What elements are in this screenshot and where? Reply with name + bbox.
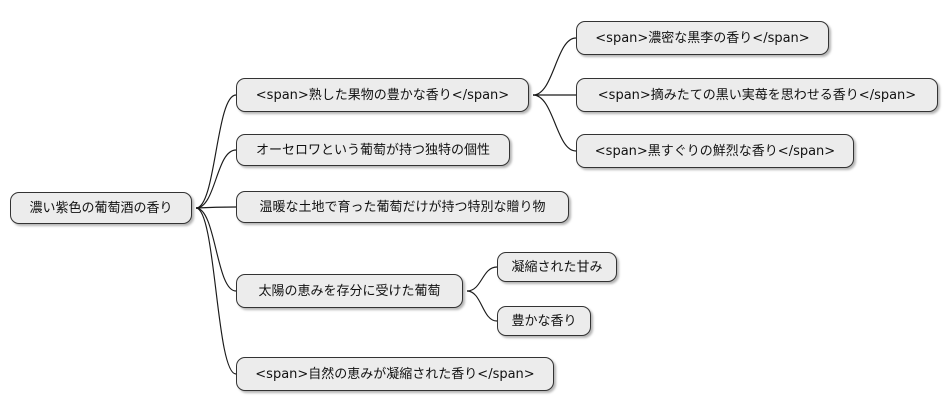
mindmap-node-n1b[interactable]: <span>摘みたての黒い実苺を思わせる香り</span> <box>576 78 938 112</box>
mindmap-node-n4a[interactable]: 凝縮された甘み <box>497 252 617 282</box>
mindmap-edge <box>466 266 498 292</box>
mindmap-edge <box>532 94 577 152</box>
node-label: <span>黒すぐりの鮮烈な香り</span> <box>594 143 836 159</box>
mindmap-node-n1a[interactable]: <span>濃密な黒李の香り</span> <box>576 21 829 55</box>
mindmap-edge <box>195 94 237 209</box>
mindmap-edge <box>195 206 237 209</box>
node-label: <span>摘みたての黒い実苺を思わせる香り</span> <box>597 87 917 103</box>
mindmap-edge <box>195 207 237 375</box>
node-label: 濃い紫色の葡萄酒の香り <box>29 200 173 216</box>
node-label: 太陽の恵みを存分に受けた葡萄 <box>258 283 441 299</box>
mindmap-node-n4b[interactable]: 豊かな香り <box>497 306 591 336</box>
node-label: 温暖な土地で育った葡萄だけが持つ特別な贈り物 <box>259 199 546 215</box>
mindmap-node-n5[interactable]: <span>自然の恵みが凝縮された香り</span> <box>236 357 554 391</box>
mindmap-edge <box>195 207 237 292</box>
node-label: <span>熟した果物の豊かな香り</span> <box>255 87 510 103</box>
mindmap-node-n2[interactable]: オーセロワという葡萄が持つ独特の個性 <box>236 134 510 166</box>
mindmap-node-n1[interactable]: <span>熟した果物の豊かな香り</span> <box>236 78 529 112</box>
node-label: 凝縮された甘み <box>511 259 603 275</box>
mindmap-node-n4[interactable]: 太陽の恵みを存分に受けた葡萄 <box>236 274 463 308</box>
node-label: <span>自然の恵みが凝縮された香り</span> <box>255 366 535 382</box>
node-label: 豊かな香り <box>511 313 577 329</box>
node-label: <span>濃密な黒李の香り</span> <box>595 30 810 46</box>
mindmap-edge <box>466 290 498 322</box>
mindmap-edge <box>195 149 237 209</box>
mindmap-node-n1c[interactable]: <span>黒すぐりの鮮烈な香り</span> <box>576 134 854 168</box>
mindmap-edge <box>532 37 577 96</box>
mindmap-node-n3[interactable]: 温暖な土地で育った葡萄だけが持つ特別な贈り物 <box>236 191 569 223</box>
node-label: オーセロワという葡萄が持つ独特の個性 <box>255 142 490 158</box>
mindmap-root-node[interactable]: 濃い紫色の葡萄酒の香り <box>10 192 192 224</box>
